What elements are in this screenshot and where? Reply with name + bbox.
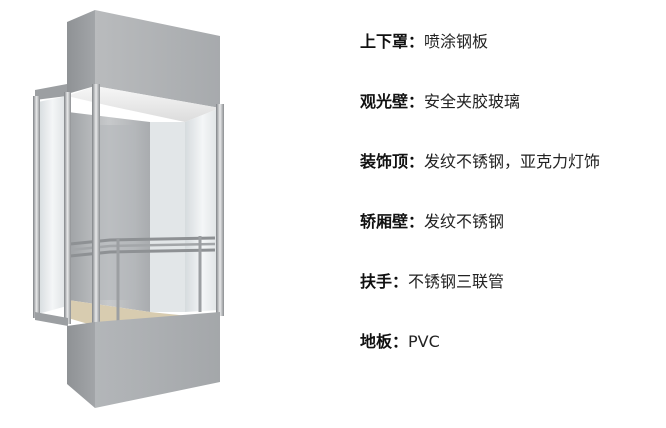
spec-row-top-bottom-cover: 上下罩：喷涂钢板 <box>360 32 488 52</box>
spec-row-floor: 地板：PVC <box>360 332 440 352</box>
spec-row-ceiling: 装饰顶：发纹不锈钢，亚克力灯饰 <box>360 152 600 172</box>
bottom-base <box>35 312 220 408</box>
spec-value: 发纹不锈钢，亚克力灯饰 <box>424 152 601 171</box>
spec-value: 不锈钢三联管 <box>408 272 505 291</box>
front-glass-wall <box>185 108 220 312</box>
spec-label: 观光壁： <box>360 92 425 111</box>
spec-label: 上下罩： <box>360 32 425 51</box>
spec-value: PVC <box>408 332 440 351</box>
top-canopy <box>35 10 220 108</box>
spec-label: 扶手： <box>360 272 409 291</box>
spec-row-handrail: 扶手：不锈钢三联管 <box>360 272 504 292</box>
spec-label: 轿厢壁： <box>360 212 425 231</box>
spec-value: 安全夹胶玻璃 <box>424 92 521 111</box>
right-glass-wall <box>150 122 185 312</box>
corner-pillars <box>33 84 224 332</box>
spec-row-glass-wall: 观光壁：安全夹胶玻璃 <box>360 92 520 112</box>
spec-label: 地板： <box>360 332 409 351</box>
spec-list: 上下罩：喷涂钢板 观光壁：安全夹胶玻璃 装饰顶：发纹不锈钢，亚克力灯饰 轿厢壁：… <box>360 0 660 428</box>
handrail <box>69 236 216 322</box>
elevator-cabin-illustration <box>33 10 224 408</box>
spec-row-car-wall: 轿厢壁：发纹不锈钢 <box>360 212 504 232</box>
ceiling-panel <box>67 86 220 122</box>
left-glass-wall <box>38 96 67 314</box>
spec-label: 装饰顶： <box>360 152 425 171</box>
spec-value: 喷涂钢板 <box>424 32 489 51</box>
spec-value: 发纹不锈钢 <box>424 212 505 231</box>
